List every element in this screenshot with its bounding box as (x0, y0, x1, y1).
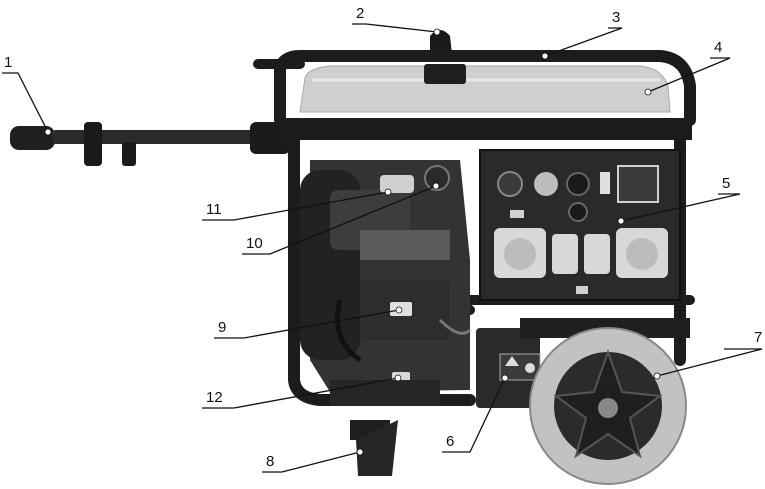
svg-text:5: 5 (722, 175, 730, 192)
outlet-mid-left (552, 234, 578, 274)
svg-text:3: 3 (612, 9, 620, 26)
callout-4: 4 (644, 39, 731, 96)
svg-text:7: 7 (754, 329, 762, 346)
fuel-tank (299, 65, 671, 113)
support-foot (350, 420, 398, 476)
svg-text:10: 10 (246, 235, 263, 252)
callout-2: 2 (352, 5, 441, 36)
callout-8: 8 (262, 448, 364, 473)
svg-text:2: 2 (356, 5, 364, 22)
callout-12: 12 (202, 374, 402, 409)
outlet-right (616, 228, 668, 278)
outlet-mid-right (584, 234, 610, 274)
callout-9: 9 (214, 306, 403, 339)
callout-10: 10 (242, 182, 440, 255)
svg-text:12: 12 (206, 389, 223, 406)
svg-text:8: 8 (266, 453, 274, 470)
svg-text:1: 1 (4, 54, 12, 71)
callout-1: 1 (2, 54, 52, 136)
callout-5: 5 (617, 175, 741, 225)
callout-11: 11 (202, 188, 392, 221)
callout-7: 7 (653, 329, 762, 380)
callout-3: 3 (541, 9, 623, 60)
lifting-hook (424, 30, 466, 84)
svg-text:9: 9 (218, 319, 226, 336)
svg-text:6: 6 (446, 433, 454, 450)
battery (476, 328, 541, 408)
engine (300, 160, 472, 406)
svg-text:4: 4 (714, 39, 722, 56)
callouts: 1 2 3 4 5 6 7 (2, 5, 762, 473)
svg-text:11: 11 (206, 201, 222, 218)
callout-6: 6 (442, 374, 509, 453)
control-panel (479, 149, 681, 301)
wheel (529, 327, 687, 485)
transport-handle (10, 122, 290, 166)
outlet-left (494, 228, 546, 278)
